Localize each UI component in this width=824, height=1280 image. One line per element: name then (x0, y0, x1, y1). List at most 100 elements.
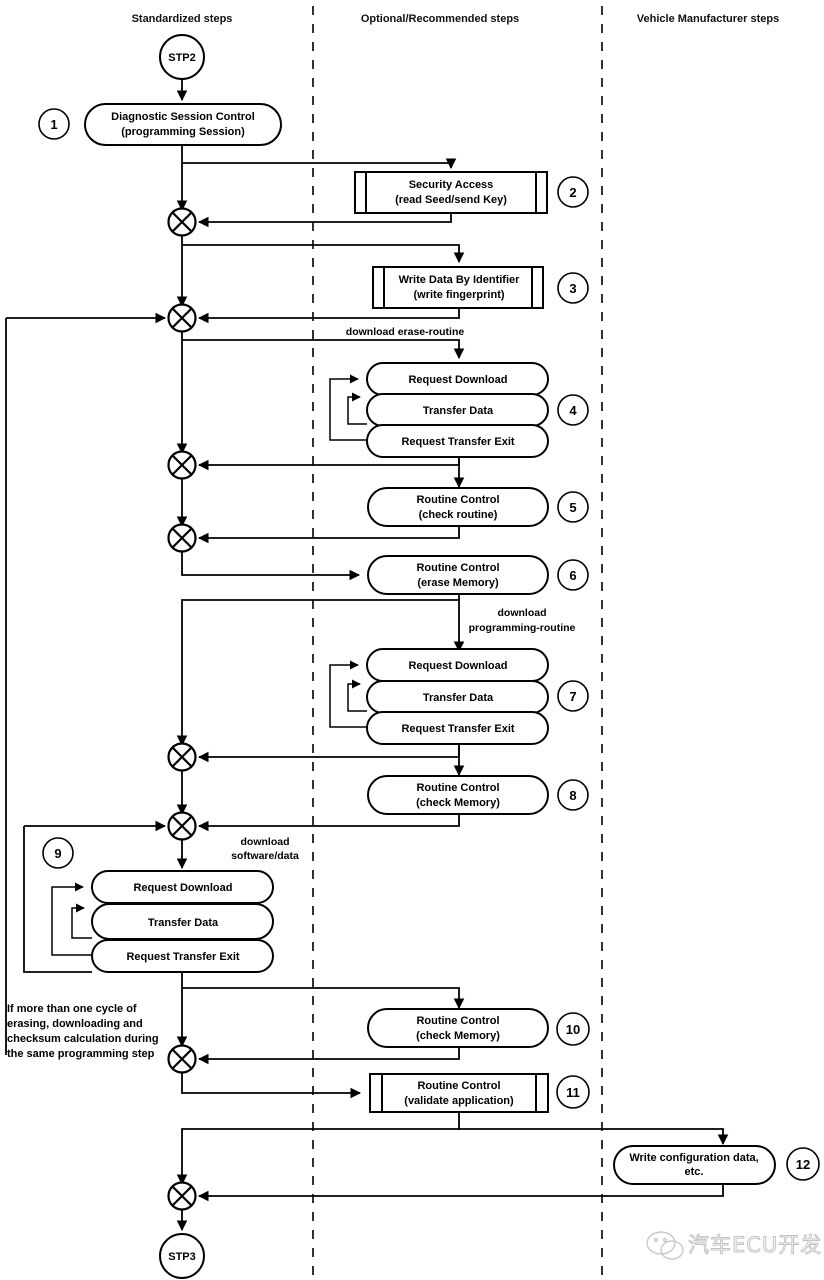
edge-n4b-self-loop (347, 392, 367, 425)
node-12-line2: etc. (685, 1166, 704, 1178)
edge-n7b-self-loop (347, 679, 367, 712)
step-badge-11-label: 11 (566, 1085, 580, 1100)
edge-label-software-data-line2: software/data (231, 850, 299, 862)
node-10-shape[interactable] (367, 1008, 549, 1048)
lane-title-optional: Optional/Recommended steps (361, 13, 519, 25)
node-request-download-4[interactable]: Request Download (366, 362, 549, 396)
node-2-line1: Security Access (409, 179, 494, 191)
node-1-line2: (programming Session) (121, 126, 245, 138)
junction-8 (167, 1181, 197, 1211)
node-5-shape[interactable] (367, 487, 549, 527)
node-routine-control-check-routine[interactable]: Routine Control (check routine) (367, 487, 549, 527)
node-4c-label: Request Transfer Exit (401, 436, 514, 448)
edge-label-programming-routine-line1: download (498, 607, 547, 619)
lane-title-manufacturer: Vehicle Manufacturer steps (637, 13, 779, 25)
node-7b-label: Transfer Data (423, 692, 494, 704)
junction-5 (167, 742, 197, 772)
edge-n1-to-n2 (182, 158, 457, 170)
node-transfer-data-4[interactable]: Transfer Data (366, 393, 549, 427)
step-badge-3-shape (557, 272, 589, 304)
lane-dividers (312, 6, 603, 1276)
node-4c-shape[interactable] (366, 424, 549, 458)
terminal-stp2: STP2 (159, 34, 205, 80)
step-badge-4-shape (557, 394, 589, 426)
junction-1 (167, 207, 197, 237)
node-3-line1: Write Data By Identifier (399, 274, 521, 286)
step-badge-10-shape (556, 1012, 590, 1046)
edge-n6-to-j5 (176, 599, 459, 747)
node-transfer-data-7[interactable]: Transfer Data (366, 680, 549, 714)
node-5-line2: (check routine) (419, 509, 498, 521)
step-badge-6: 6 (557, 559, 589, 591)
terminal-stp3: STP3 (159, 1233, 205, 1279)
node-7a-label: Request Download (408, 660, 507, 672)
connectors (5, 80, 729, 1232)
step-badge-1: 1 (38, 108, 70, 140)
node-10-line1: Routine Control (416, 1015, 499, 1027)
step-badge-6-label: 6 (569, 568, 576, 583)
edge-n2-to-j1 (197, 212, 452, 228)
node-routine-control-validate-application[interactable]: Routine Control (validate application) (369, 1073, 549, 1113)
step-badge-1-label: 1 (50, 117, 57, 132)
node-transfer-data-9[interactable]: Transfer Data (91, 903, 274, 940)
step-badge-2-shape (557, 176, 589, 208)
watermark: 汽车ECU开发 (646, 1231, 822, 1260)
terminal-stp2-shape (159, 34, 205, 80)
lane-title-standardized: Standardized steps (132, 13, 233, 25)
edge-n9b-self-loop (71, 903, 92, 939)
step-badge-10: 10 (556, 1012, 590, 1046)
node-security-access[interactable]: Security Access (read Seed/send Key) (354, 171, 548, 214)
node-12-shape[interactable] (613, 1145, 776, 1185)
junction-6 (167, 811, 197, 841)
step-badge-1-shape (38, 108, 70, 140)
node-5-line1: Routine Control (416, 494, 499, 506)
step-badge-8-shape (557, 779, 589, 811)
terminal-stp2-label: STP2 (168, 52, 196, 64)
node-request-transfer-exit-7[interactable]: Request Transfer Exit (366, 711, 549, 745)
edge-n9c-to-n9a-loop (51, 882, 92, 956)
note-line-1: If more than one cycle of (7, 1003, 137, 1015)
node-9c-shape[interactable] (91, 939, 274, 973)
edge-n12-to-j8 (197, 1185, 724, 1202)
edge-n7c-to-n7a-loop (329, 660, 367, 728)
node-9c-label: Request Transfer Exit (126, 951, 239, 963)
step-badge-12: 12 (786, 1147, 820, 1181)
node-request-download-9[interactable]: Request Download (91, 870, 274, 904)
node-request-transfer-exit-9[interactable]: Request Transfer Exit (91, 939, 274, 973)
edge-label-programming-routine-line2: programming-routine (469, 622, 576, 634)
node-9a-label: Request Download (133, 882, 232, 894)
node-diagnostic-session-control[interactable]: Diagnostic Session Control (programming … (84, 103, 282, 146)
step-badge-9-shape (42, 837, 74, 869)
node-2-line2: (read Seed/send Key) (395, 194, 507, 206)
edge-n5-to-j4 (197, 525, 460, 544)
junction-7 (167, 1044, 197, 1074)
node-3-shape[interactable] (372, 266, 544, 309)
note-line-4: the same programming step (7, 1048, 155, 1060)
step-badge-7-label: 7 (569, 689, 576, 704)
junction-4 (167, 523, 197, 553)
node-routine-control-check-memory-10[interactable]: Routine Control (check Memory) (367, 1008, 549, 1048)
node-routine-control-erase-memory[interactable]: Routine Control (erase Memory) (367, 555, 549, 595)
node-2-shape[interactable] (354, 171, 548, 214)
node-11-shape[interactable] (369, 1073, 549, 1113)
node-1-shape[interactable] (84, 103, 282, 146)
step-badge-8: 8 (557, 779, 589, 811)
junction-3 (167, 450, 197, 480)
edge-n9-to-n10 (182, 987, 465, 1010)
edge-n11-to-n12 (459, 1128, 729, 1146)
node-request-transfer-exit-4[interactable]: Request Transfer Exit (366, 424, 549, 458)
node-routine-control-check-memory-8[interactable]: Routine Control (check Memory) (367, 775, 549, 815)
node-8-shape[interactable] (367, 775, 549, 815)
node-1-line1: Diagnostic Session Control (111, 111, 255, 123)
node-request-download-7[interactable]: Request Download (366, 648, 549, 682)
node-write-data-by-identifier[interactable]: Write Data By Identifier (write fingerpr… (372, 266, 544, 309)
edge-n3-to-j2 (197, 307, 460, 324)
node-7c-shape[interactable] (366, 711, 549, 745)
node-6-shape[interactable] (367, 555, 549, 595)
note-multiple-cycles: If more than one cycle of erasing, downl… (7, 1003, 159, 1060)
lane-headers: Standardized steps Optional/Recommended … (132, 13, 780, 25)
terminal-stp3-shape (159, 1233, 205, 1279)
node-6-line1: Routine Control (416, 562, 499, 574)
step-badge-7: 7 (557, 680, 589, 712)
node-write-configuration-data[interactable]: Write configuration data, etc. (613, 1145, 776, 1185)
